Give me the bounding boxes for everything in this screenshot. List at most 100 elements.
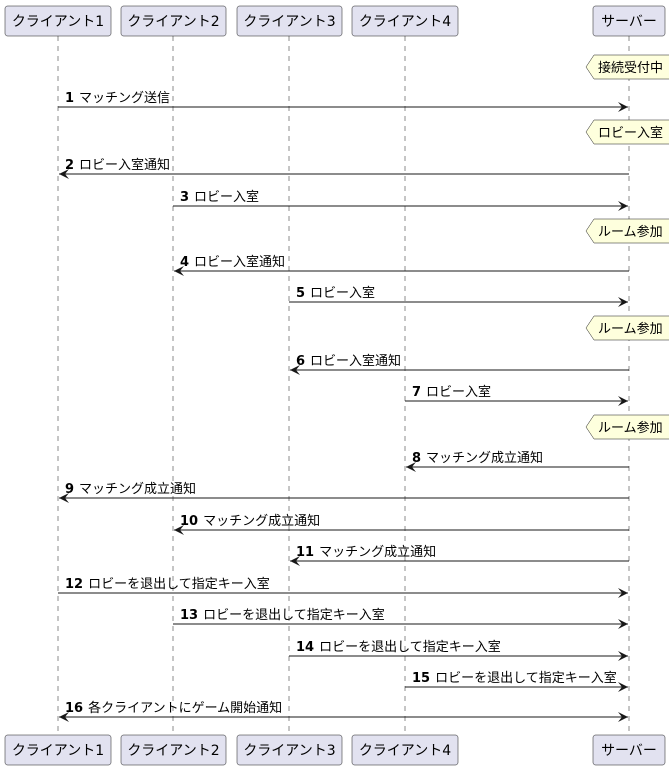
message: 11 マッチング成立通知	[290, 544, 629, 566]
participant-label: クライアント1	[12, 14, 104, 30]
state-note: ルーム参加	[585, 315, 669, 341]
state-note-shape	[585, 414, 669, 440]
message-label: 12 ロビーを退出して指定キー入室	[65, 576, 270, 592]
state-note-text: ルーム参加	[598, 321, 663, 337]
state-note: 接続受付中	[585, 54, 669, 80]
message-label: 10 マッチング成立通知	[180, 513, 320, 529]
participant-label: クライアント2	[127, 743, 219, 759]
state-note: ロビー入室	[585, 119, 669, 145]
participant-label: クライアント2	[127, 14, 219, 30]
message-text: ロビー入室通知	[310, 353, 401, 369]
participant-c4-bottom: クライアント4	[351, 734, 459, 766]
message-number: 5	[296, 286, 305, 301]
message-number: 15	[412, 671, 430, 686]
message-number: 16	[65, 701, 83, 716]
message: 8 マッチング成立通知	[406, 450, 629, 472]
state-note: ルーム参加	[585, 218, 669, 244]
participant-c2-top: クライアント2	[120, 5, 227, 37]
message-label: 13 ロビーを退出して指定キー入室	[180, 607, 385, 623]
state-note-text: ルーム参加	[598, 224, 663, 240]
participant-box-shape	[4, 734, 112, 766]
message-number: 3	[180, 190, 189, 205]
message-number: 10	[180, 514, 198, 529]
message-label: 4 ロビー入室通知	[180, 254, 285, 270]
message-text: マッチング成立通知	[203, 513, 320, 529]
state-note-shape	[585, 119, 669, 145]
participant-srv-top: サーバー	[592, 5, 666, 37]
message: 13 ロビーを退出して指定キー入室	[173, 607, 628, 629]
message-number: 14	[296, 640, 314, 655]
participant-label: サーバー	[601, 743, 657, 759]
state-note-shape	[585, 218, 669, 244]
message: 12 ロビーを退出して指定キー入室	[58, 576, 628, 598]
message: 7 ロビー入室	[405, 384, 628, 406]
message: 6 ロビー入室通知	[290, 353, 629, 375]
participant-label: クライアント1	[12, 743, 104, 759]
participant-box-shape	[236, 734, 343, 766]
state-note-text: ロビー入室	[598, 125, 663, 141]
message: 16 各クライアントにゲーム開始通知	[59, 700, 628, 722]
participant-c4-top: クライアント4	[351, 5, 459, 37]
message-text: ロビー入室通知	[79, 157, 170, 173]
message-label: 6 ロビー入室通知	[296, 353, 401, 369]
message-text: マッチング成立通知	[319, 544, 436, 560]
message-text: マッチング成立通知	[426, 450, 543, 466]
participant-box-shape	[351, 5, 459, 37]
message-number: 13	[180, 608, 198, 623]
participant-label: サーバー	[601, 14, 657, 30]
message-number: 7	[412, 385, 421, 400]
participant-box-shape	[236, 5, 343, 37]
participant-c1-top: クライアント1	[4, 5, 112, 37]
message: 4 ロビー入室通知	[174, 254, 629, 276]
participant-box-shape	[120, 734, 227, 766]
participant-box-shape	[4, 5, 112, 37]
message-number: 8	[412, 451, 421, 466]
message-number: 11	[296, 545, 314, 560]
message-number: 9	[65, 482, 74, 497]
message-label: 5 ロビー入室	[296, 285, 375, 301]
message-number: 4	[180, 255, 189, 270]
message-number: 1	[65, 91, 74, 106]
message-number: 2	[65, 158, 74, 173]
message-text: ロビー入室	[310, 285, 375, 301]
message-text: マッチング成立通知	[79, 481, 196, 497]
message-text: ロビー入室	[426, 384, 491, 400]
message-text: ロビー入室	[194, 189, 259, 205]
message-label: 14 ロビーを退出して指定キー入室	[296, 639, 501, 655]
participant-label: クライアント3	[243, 743, 335, 759]
message-label: 2 ロビー入室通知	[65, 157, 170, 173]
message: 14 ロビーを退出して指定キー入室	[289, 639, 628, 661]
message-number: 6	[296, 354, 305, 369]
message-label: 8 マッチング成立通知	[412, 450, 543, 466]
message: 9 マッチング成立通知	[59, 481, 629, 503]
state-note-shape	[585, 54, 669, 80]
message-text: ロビーを退出して指定キー入室	[319, 639, 501, 655]
message-label: 3 ロビー入室	[180, 189, 259, 205]
message-text: ロビーを退出して指定キー入室	[435, 670, 617, 686]
participant-c3-top: クライアント3	[236, 5, 343, 37]
message-text: ロビーを退出して指定キー入室	[88, 576, 270, 592]
message: 2 ロビー入室通知	[59, 157, 629, 179]
message-text: ロビー入室通知	[194, 254, 285, 270]
participant-label: クライアント4	[359, 14, 451, 30]
state-note-shape	[585, 315, 669, 341]
state-note-text: 接続受付中	[598, 60, 663, 76]
state-note: ルーム参加	[585, 414, 669, 440]
message-label: 15 ロビーを退出して指定キー入室	[412, 670, 617, 686]
message-text: ロビーを退出して指定キー入室	[203, 607, 385, 623]
message-number: 12	[65, 577, 83, 592]
participant-box-shape	[351, 734, 459, 766]
message-label: 11 マッチング成立通知	[296, 544, 436, 560]
participant-label: クライアント4	[359, 743, 451, 759]
message-label: 7 ロビー入室	[412, 384, 491, 400]
participant-box-shape	[120, 5, 227, 37]
message-text: 各クライアントにゲーム開始通知	[88, 700, 282, 716]
participant-box-shape	[592, 734, 666, 766]
participant-label: クライアント3	[243, 14, 335, 30]
message: 15 ロビーを退出して指定キー入室	[405, 670, 628, 692]
participant-c3-bottom: クライアント3	[236, 734, 343, 766]
message-label: 16 各クライアントにゲーム開始通知	[65, 700, 282, 716]
